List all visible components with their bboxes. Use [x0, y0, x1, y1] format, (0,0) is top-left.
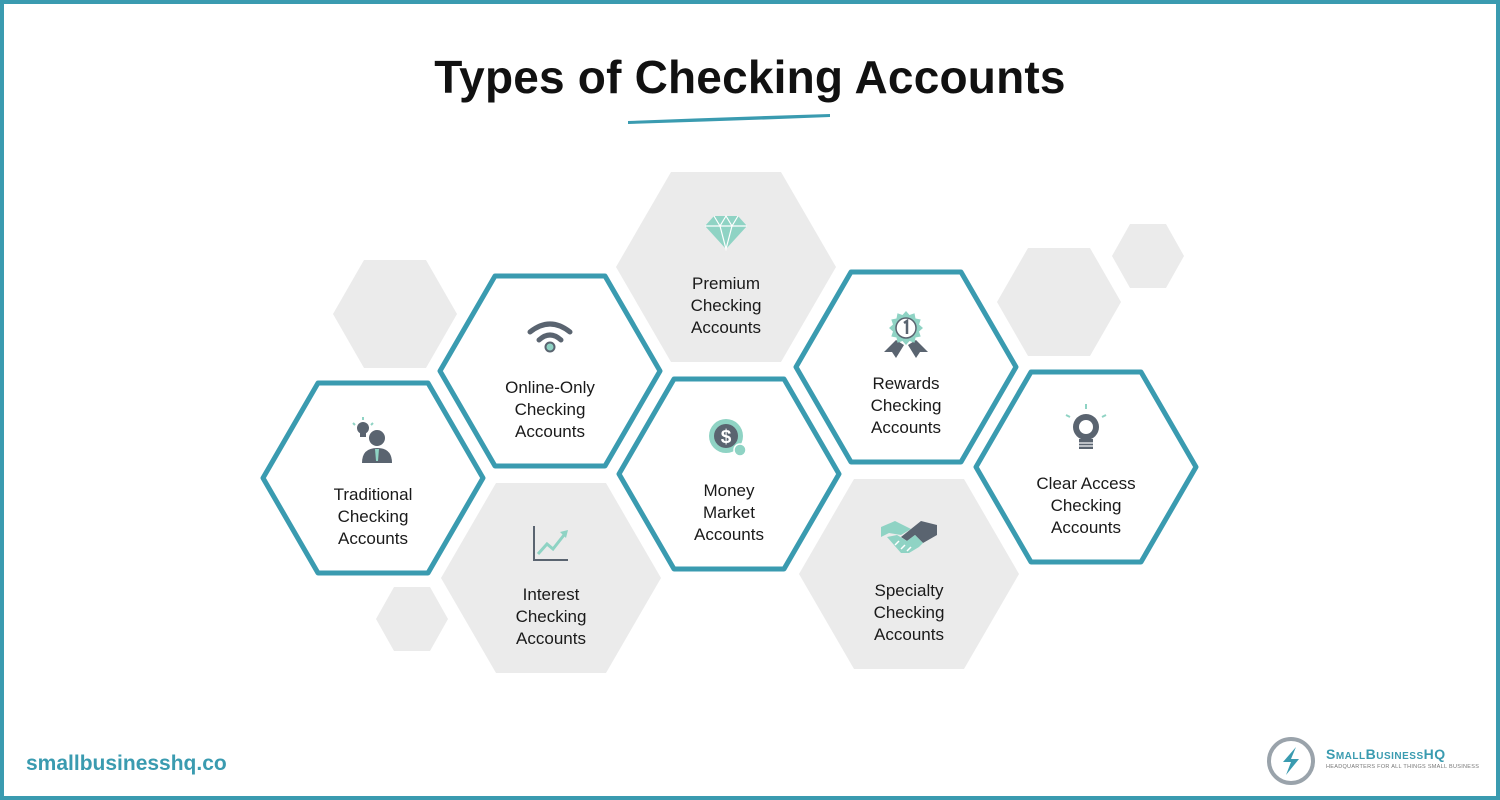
hex-label-line: Checking — [871, 396, 942, 415]
hex-shape — [793, 269, 1019, 465]
hex-label-line: Accounts — [338, 529, 408, 548]
svg-text:$: $ — [721, 427, 732, 448]
hex-label-line: Checking — [515, 400, 586, 419]
brand-name: SmallBusinessHQ — [1326, 746, 1446, 762]
hex-label-line: Checking — [1051, 496, 1122, 515]
page-title: Types of Checking Accounts — [434, 51, 1066, 103]
lightbulb-icon — [1065, 404, 1107, 449]
hex-label-line: Premium — [692, 274, 760, 293]
hex-label-line: Accounts — [691, 318, 761, 337]
hex-label-line: Rewards — [872, 374, 939, 393]
handshake-icon — [881, 521, 937, 553]
decor-hexagon — [376, 587, 448, 651]
site-url[interactable]: smallbusinesshq.co — [26, 752, 227, 775]
decor-hexagon — [1112, 224, 1184, 288]
hex-label-line: Clear Access — [1036, 474, 1135, 493]
hex-shape — [437, 273, 663, 469]
diamond-icon — [705, 214, 747, 252]
hex-label-line: Accounts — [1051, 518, 1121, 537]
hex-label-line: Market — [703, 503, 755, 522]
growth-chart-icon — [533, 526, 568, 561]
dollar-coin-icon: $ — [709, 419, 747, 457]
hex-label-line: Accounts — [516, 629, 586, 648]
hex-label-line: Checking — [874, 603, 945, 622]
title-underline — [628, 114, 830, 124]
brand-logo[interactable]: SmallBusinessHQ HEADQUARTERS FOR ALL THI… — [1266, 736, 1480, 786]
hex-label-line: Accounts — [874, 625, 944, 644]
hex-label-line: Interest — [523, 585, 580, 604]
hex-shape — [973, 369, 1199, 565]
idea-person-icon — [352, 417, 392, 463]
hex-label-line: Accounts — [515, 422, 585, 441]
brand-tagline: HEADQUARTERS FOR ALL THINGS SMALL BUSINE… — [1326, 764, 1480, 770]
decor-hexagon — [333, 260, 457, 368]
hex-shape — [799, 479, 1019, 669]
award-badge-icon — [884, 311, 928, 358]
hex-label-line: Specialty — [875, 581, 944, 600]
hex-shape — [616, 376, 842, 572]
hex-label-line: Online-Only — [505, 378, 595, 397]
hex-label-line: Accounts — [694, 525, 764, 544]
hex-shape — [260, 380, 486, 576]
hex-shape — [441, 483, 661, 673]
brand-logo-mark — [1267, 737, 1315, 785]
hex-label-line: Checking — [338, 507, 409, 526]
hex-label-line: Checking — [516, 607, 587, 626]
hex-label-line: Money — [703, 481, 755, 500]
hex-shape — [616, 172, 836, 362]
hex-label-line: Accounts — [871, 418, 941, 437]
hex-label-line: Traditional — [334, 485, 413, 504]
decor-hexagon — [997, 248, 1121, 356]
wifi-icon — [527, 321, 573, 353]
hex-label-line: Checking — [691, 296, 762, 315]
